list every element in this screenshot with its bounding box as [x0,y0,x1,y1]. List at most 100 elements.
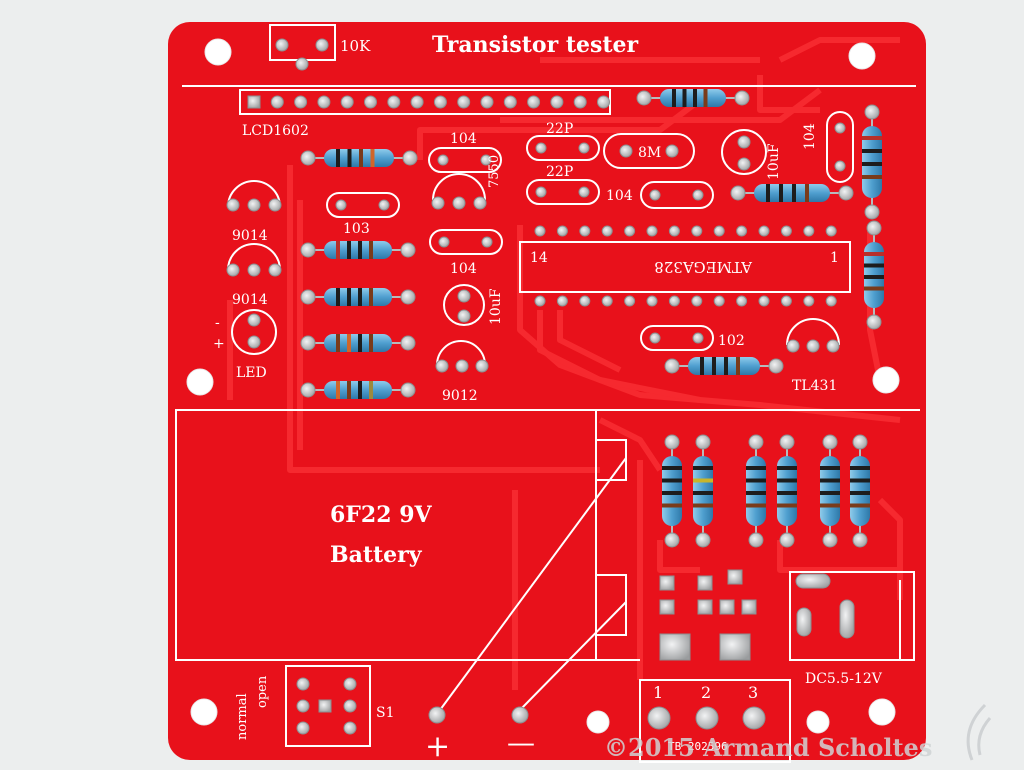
lcd-label: LCD1602 [242,123,309,139]
cap-103-label: 103 [343,221,370,237]
lcd-pad [364,95,377,109]
lcd-pad [317,95,331,109]
silkscreen-lines [175,24,920,763]
mcu-pin1-label: 1 [830,250,839,266]
cap-104-c-label: 104 [802,123,818,150]
resistor [300,149,418,167]
resistor [636,89,750,107]
dc-input-label: DC5.5-12V [805,671,883,687]
lcd-pad [410,95,424,109]
lcd-pad [270,95,284,109]
cap-104-a-label: 104 [450,131,477,147]
mcu-pad [579,225,591,237]
date-code: TB 202596 [668,740,728,753]
cap-104-b-label: 104 [606,188,633,204]
mcu-pad [534,295,546,307]
mcu-pad [601,295,613,307]
lcd-pad [480,95,494,109]
battery-minus-sign: — [507,726,535,759]
lcd-pad [597,95,610,109]
q-9014-b-label: 9014 [232,292,268,308]
resistor [864,220,884,330]
mcu-pad [601,225,613,237]
mcu-pad [691,225,703,237]
crystal-label: 8M [638,145,661,161]
copper-traces [227,37,903,690]
mcu-pad [758,225,770,237]
pot-label: 10K [340,37,371,55]
mcu-pad [713,295,725,307]
component-pads [226,38,855,735]
led-minus-label: - [215,315,220,331]
mcu-pad [780,225,792,237]
led-label: LED [236,365,267,381]
lcd-pad [340,95,354,109]
test-point-2-label: 2 [701,683,711,702]
lcd-pad [433,95,447,109]
test-point-3-label: 3 [748,683,758,702]
mcu-pad [758,295,770,307]
mcu-pad [825,295,837,307]
lcd-header-pads [247,95,610,109]
resistor [300,288,416,306]
mcu-pad [668,295,680,307]
watermark-swirl-icon [966,703,992,761]
mcu-pad [579,295,591,307]
battery-plus-sign: + [425,729,450,764]
mcu-pad [825,225,837,237]
cap-104-d-label: 104 [450,261,477,277]
resistor [693,434,713,548]
resistor [300,381,416,399]
mcu-socket-pads [534,225,837,307]
resistor [850,434,870,548]
lcd-pad [573,95,587,109]
lcd-pad [387,95,401,109]
led-plus-label: + [213,336,225,352]
elcap-10uf-b-label: 10uF [488,288,504,325]
q-9014-a-label: 9014 [232,228,268,244]
lcd-pad [503,95,517,109]
battery-line2: Battery [330,542,423,568]
mcu-pad [736,225,748,237]
mcu-pad [624,225,636,237]
mcu-pad [646,295,658,307]
resistor [664,357,784,375]
resistors [300,89,884,548]
mcu-pad [646,225,658,237]
switch-open-label: open [255,675,270,708]
mounting-holes [186,38,900,734]
q-9012-label: 9012 [442,388,478,404]
copyright-watermark: ©2015 Armand Scholtes [604,733,932,762]
mcu-pad [556,295,568,307]
mcu-pad [691,295,703,307]
lcd-pad [550,95,564,109]
mcu-pad [803,295,815,307]
lcd-pad [294,95,308,109]
mcu-pad [803,225,815,237]
resistor [746,434,766,548]
mcu-pad [624,295,636,307]
test-point-1-label: 1 [653,683,663,702]
cap-102-label: 102 [718,333,745,349]
resistor [662,434,682,548]
mcu-label: ATMEGA328 [654,258,753,276]
tl431-label: TL431 [792,378,837,394]
switch-label: S1 [376,705,395,721]
lcd-pad [527,95,541,109]
elcap-10uf-a-label: 10uF [766,143,782,180]
resistor [300,241,416,259]
resistor [730,184,854,202]
resistor [300,334,416,352]
mcu-pin14-label: 14 [530,250,548,266]
cap-22p-b-label: 22P [546,164,573,180]
mcu-pad [534,225,546,237]
battery-line1: 6F22 9V [330,502,433,528]
lcd-pad [457,95,471,109]
mcu-pad [780,295,792,307]
resistor [862,104,882,220]
mcu-pad [713,225,725,237]
resistor [820,434,840,548]
switch-normal-label: normal [235,693,250,740]
